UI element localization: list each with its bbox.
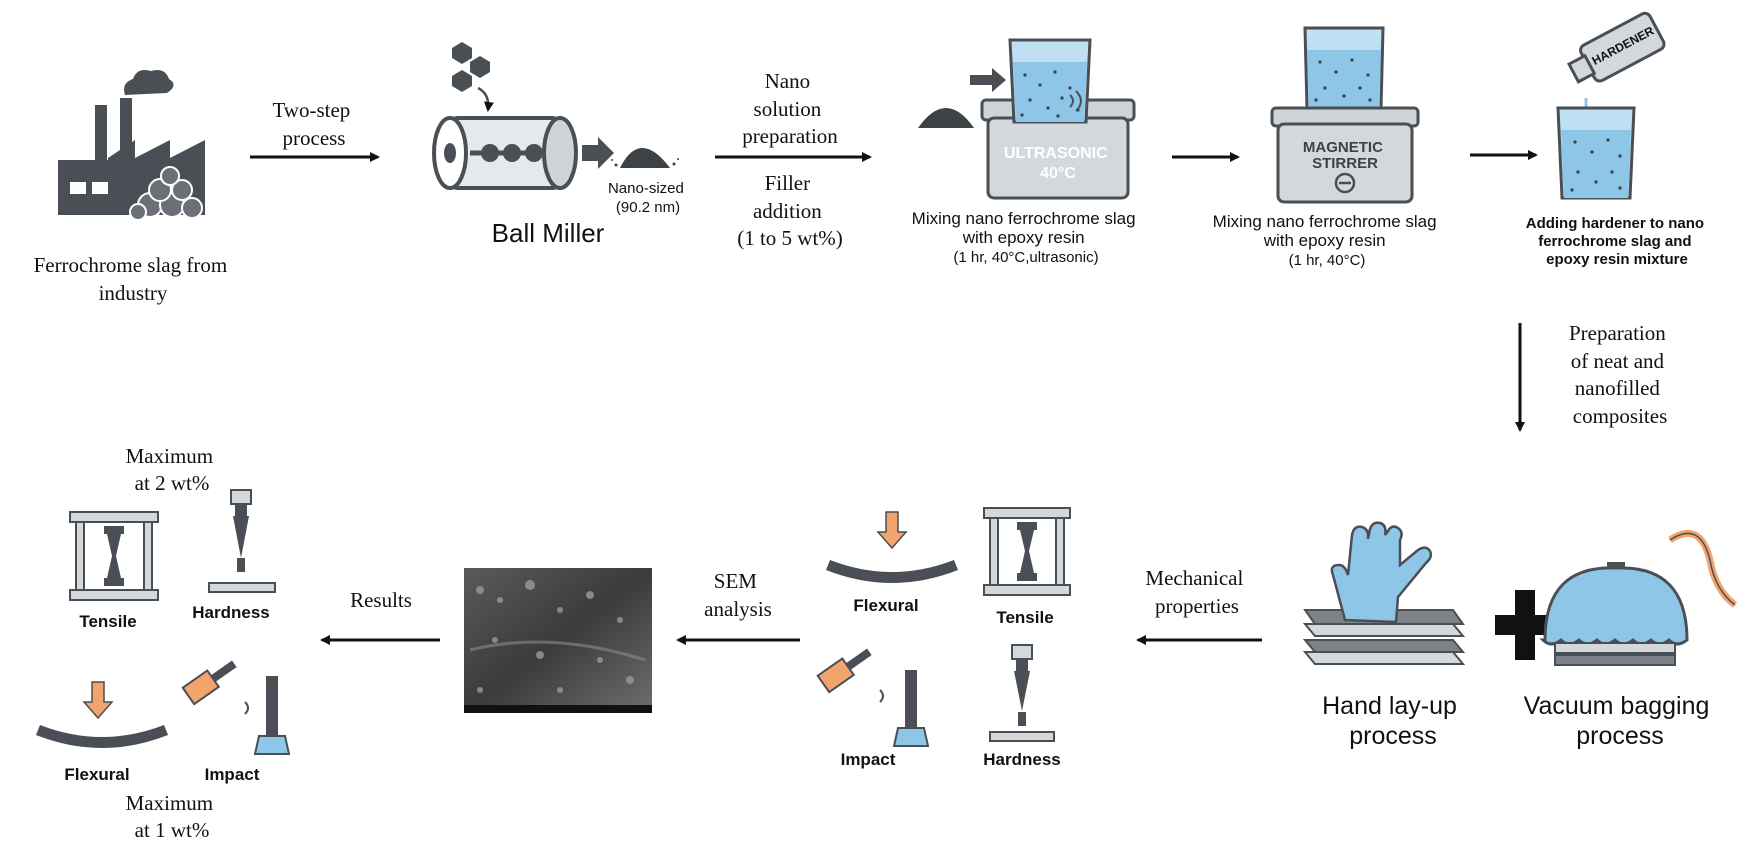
tensile-test-icon-mid <box>983 507 1071 596</box>
hand-lay-up-icon <box>1302 521 1466 665</box>
filler-addition-label: Filler addition (1 to 5 wt%) <box>737 171 843 250</box>
plus-icon <box>1495 590 1555 660</box>
ball-miller-title: Ball Miller <box>492 218 605 248</box>
nano-size-label: Nano-sized (90.2 nm) <box>608 180 688 216</box>
hardness-test-icon-result <box>208 489 276 593</box>
factory-icon <box>58 70 205 221</box>
max-1wt-note: Maximum at 1 wt% <box>126 791 219 842</box>
results-label: Results <box>350 588 412 612</box>
ball-miller-icon <box>432 42 679 190</box>
tensile-label-mid: Tensile <box>996 608 1053 627</box>
hardness-label-result: Hardness <box>192 603 269 622</box>
flexural-test-icon <box>826 511 958 583</box>
impact-test-icon-mid <box>816 648 930 747</box>
preparation-label: Preparation of neat and nanofilled compo… <box>1569 321 1671 428</box>
nano-solution-label: Nano solution preparation <box>742 69 838 148</box>
mechanical-properties-label: Mechanical properties <box>1145 566 1248 618</box>
hardener-caption: Adding hardener to nano ferrochrome slag… <box>1526 215 1709 268</box>
magnetic-device-label: MAGNETIC STIRRER <box>1303 139 1387 172</box>
magnetic-caption: Mixing nano ferrochrome slag with epoxy … <box>1213 212 1442 269</box>
max-2wt-note: Maximum at 2 wt% <box>126 444 219 495</box>
impact-test-icon-result <box>181 660 291 755</box>
two-step-label: Two-step process <box>272 98 355 150</box>
impact-label-mid: Impact <box>841 750 896 769</box>
magnetic-stirrer-icon <box>1270 26 1420 204</box>
hardness-label-mid: Hardness <box>983 750 1060 769</box>
ultrasonic-device-label: ULTRASONIC 40°C <box>1004 145 1112 182</box>
hardener-beaker-icon <box>1556 11 1666 200</box>
ultrasonic-caption: Mixing nano ferrochrome slag with epoxy … <box>912 209 1141 266</box>
tensile-test-icon-result <box>69 511 159 601</box>
flexural-label-result: Flexural <box>64 765 129 784</box>
ultrasonic-bath-icon <box>918 38 1136 200</box>
flexural-test-icon-result <box>36 681 168 748</box>
hand-lay-up-label: Hand lay-up process <box>1322 692 1464 750</box>
tensile-label-result: Tensile <box>79 612 136 631</box>
flexural-label-mid: Flexural <box>853 596 918 615</box>
vacuum-bagging-icon <box>1539 529 1738 666</box>
vacuum-bagging-label: Vacuum bagging process <box>1524 692 1717 750</box>
sem-analysis-label: SEM analysis <box>704 569 772 621</box>
impact-label-result: Impact <box>205 765 260 784</box>
sem-micrograph-image <box>464 568 652 713</box>
hardness-test-icon-mid <box>989 644 1055 742</box>
source-label: Ferrochrome slag from industry <box>34 253 233 305</box>
